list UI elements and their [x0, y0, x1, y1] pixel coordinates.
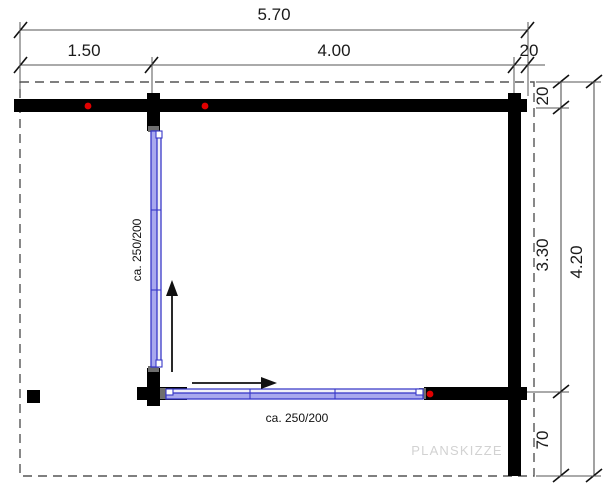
direction-arrow-group: [166, 280, 277, 389]
door-vertical-leaf: [150, 130, 158, 368]
planskizze-watermark: PLANSKIZZE: [411, 443, 502, 458]
arrow-vertical-head: [166, 280, 178, 296]
door-vertical-cap-top: [155, 130, 163, 139]
right-dimension-group: 20 3.30 70 4.20: [520, 74, 603, 483]
door-vertical-label: ca. 250/200: [130, 218, 144, 281]
wall-group: [14, 93, 527, 476]
wall-top: [14, 99, 526, 112]
column-post: [27, 390, 40, 403]
dim-label-right-330: 3.30: [533, 238, 552, 271]
marker-dot-bottom: [426, 390, 434, 398]
top-dimension-group: 5.70 1.50 4.00 20: [13, 5, 545, 100]
door-horizontal-label: ca. 250/200: [266, 411, 329, 425]
dim-label-overall-top: 5.70: [257, 5, 290, 24]
sliding-door-horizontal[interactable]: [165, 388, 424, 400]
jamb-vertical-bottom: [148, 366, 159, 372]
dim-label-top-3: 20: [520, 41, 539, 60]
door-horizontal-cap-right: [415, 388, 424, 396]
wall-top-tee: [147, 93, 160, 112]
building-outline-dashed: [19, 81, 535, 477]
wall-right-bottom-arm: [500, 387, 527, 400]
door-jamb-group: [148, 126, 426, 399]
dim-label-right-70: 70: [533, 431, 552, 450]
marker-group: [84, 102, 434, 398]
dim-label-right-20: 20: [533, 87, 552, 106]
jamb-horizontal-left: [160, 388, 166, 399]
marker-dot-top-right: [201, 102, 209, 110]
jamb-vertical-top: [148, 126, 159, 132]
sliding-door-vertical[interactable]: [150, 130, 163, 368]
dim-label-top-1: 1.50: [67, 41, 100, 60]
door-horizontal-leaf: [165, 392, 424, 400]
arrow-horizontal-head: [261, 377, 277, 389]
wall-right-top-arm: [500, 99, 527, 112]
dim-label-right-overall: 4.20: [567, 245, 586, 278]
wall-right: [508, 93, 521, 476]
marker-dot-top-left: [84, 102, 92, 110]
dim-label-top-2: 4.00: [317, 41, 350, 60]
wall-bottom-interior: [424, 387, 516, 400]
door-vertical-cap-bottom: [155, 359, 163, 368]
outline-rect: [19, 81, 535, 477]
door-horizontal-cap-left: [165, 388, 174, 396]
